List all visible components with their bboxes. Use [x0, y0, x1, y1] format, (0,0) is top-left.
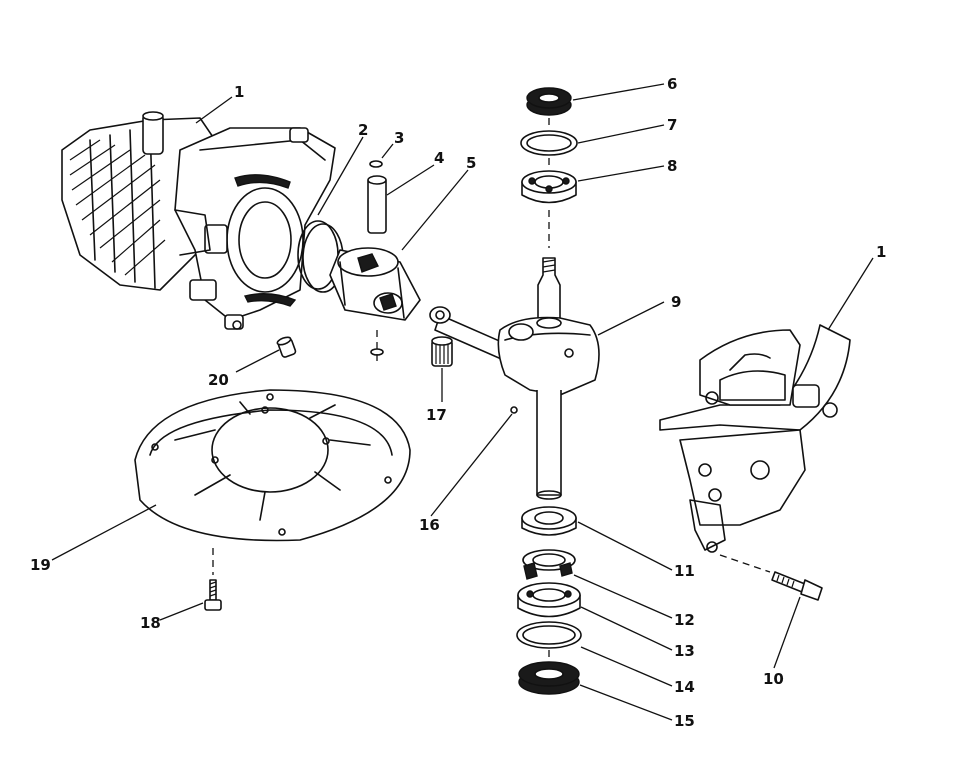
callout-14: 14	[674, 678, 695, 696]
callout-12: 12	[674, 611, 695, 629]
callout-4: 4	[434, 149, 444, 167]
callout-2: 2	[358, 121, 368, 139]
callout-10: 10	[763, 670, 784, 688]
part-ball-bearing-top	[521, 170, 577, 204]
part-crankshaft	[429, 257, 600, 500]
callout-15: 15	[674, 712, 695, 730]
part-base-plate	[134, 389, 411, 542]
part-wrist-pin	[367, 175, 387, 234]
part-bearing-cage	[522, 549, 576, 580]
callout-1-left: 1	[234, 83, 244, 101]
part-screw-10	[771, 571, 823, 601]
dash-right-screw	[719, 554, 771, 573]
callout-6: 6	[667, 75, 677, 93]
part-ball-bearing-bottom	[517, 582, 581, 618]
callout-13: 13	[674, 642, 695, 660]
part-oil-seal-bottom	[518, 661, 580, 695]
callout-labels: 1 2 3 4 5 6 7 8 9 1 20 17 16 19 18 11 12…	[30, 75, 886, 730]
part-oil-seal-top	[526, 87, 572, 116]
callout-19: 19	[30, 556, 51, 574]
part-needle-bearing	[431, 336, 453, 367]
part-check-ball	[510, 406, 518, 414]
callout-1-right: 1	[876, 243, 886, 261]
part-piston	[329, 247, 421, 321]
part-ring-top	[520, 130, 578, 156]
part-dowel	[276, 336, 297, 358]
callout-16: 16	[419, 516, 440, 534]
part-crankcase-right	[659, 324, 851, 553]
callout-7: 7	[667, 116, 677, 134]
leader-lines	[51, 83, 874, 721]
callout-18: 18	[140, 614, 161, 632]
part-screw-18	[204, 579, 222, 611]
callout-17: 17	[426, 406, 447, 424]
callout-5: 5	[466, 154, 476, 172]
part-crankcase-cylinder	[61, 111, 336, 330]
part-retaining-ring	[369, 160, 384, 365]
part-ring-bottom	[516, 621, 582, 649]
callout-9: 9	[671, 293, 681, 311]
callout-20: 20	[208, 371, 229, 389]
callout-8: 8	[667, 157, 677, 175]
callout-3: 3	[394, 129, 404, 147]
callout-11: 11	[674, 562, 695, 580]
part-bearing-race	[521, 506, 577, 536]
